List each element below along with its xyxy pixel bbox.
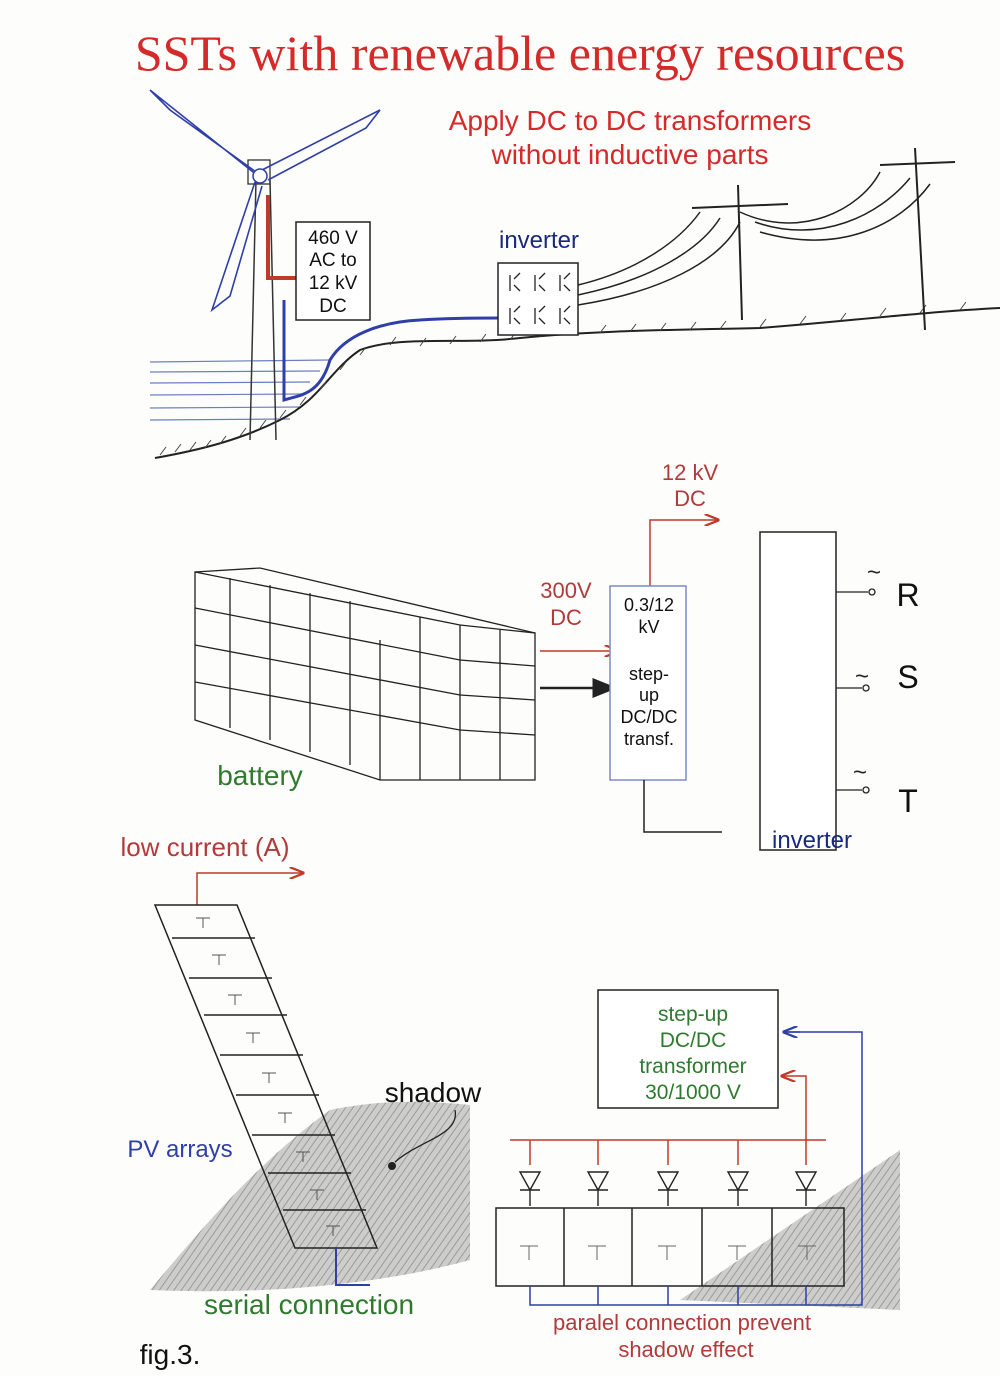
wind-inverter-label: inverter [499,227,579,254]
low-current-arrow [197,873,303,905]
converter-line-6: DC/DC [621,707,678,727]
converter-return-line [644,780,722,832]
converter-box-line-4: DC [319,296,346,317]
dc-dc-annotation-line-1: Apply DC to DC transformers [449,105,812,136]
transmission-lines [578,172,930,305]
phase-r-ac-symbol: ~ [867,559,881,586]
pv-arrays-label: PV arrays [127,1136,232,1163]
page-title: SSTs with renewable energy resources [135,25,905,81]
parallel-note-line-2: shadow effect [618,1337,753,1362]
shadow-label: shadow [385,1077,482,1108]
shadow-pointer-dot [388,1162,396,1170]
output-voltage-line-2: DC [674,486,706,511]
converter-box-line-2: AC to [309,250,357,271]
parallel-note-line-1: paralel connection prevent [553,1310,811,1335]
battery-block [195,568,535,780]
output-voltage-line-1: 12 kV [662,460,719,485]
converter-line-2: kV [638,617,659,637]
battery-section: 12 kV DC battery 300V DC 0.3/12 kV step-… [195,460,920,854]
turbine-tower [250,180,276,440]
pv-transformer-line-3: transformer [639,1055,746,1078]
pv-parallel-section: step-up DC/DC transformer 30/1000 V [496,990,900,1362]
converter-line-7: transf. [624,729,674,749]
utility-pole-2 [880,148,955,330]
ac-inverter-label: inverter [772,827,852,854]
converter-line-1: 0.3/12 [624,595,674,615]
parallel-red-bus [510,1140,826,1165]
wind-inverter-box [498,263,578,335]
pv-transformer-line-2: DC/DC [660,1029,727,1052]
serial-shadow-area [150,1102,470,1292]
blocking-diodes [520,1172,816,1206]
sea-lines [150,360,330,420]
phase-s-ac-symbol: ~ [855,663,869,690]
battery-label: battery [217,760,303,791]
converter-line-5: up [639,685,659,705]
phase-t-label: T [898,783,918,819]
input-voltage-line-1: 300V [540,578,592,603]
figure-label: fig.3. [140,1339,201,1370]
output-arrow [650,520,718,588]
phase-s-label: S [897,659,918,695]
phase-r-label: R [896,577,919,613]
low-current-label: low current (A) [120,832,289,862]
pv-transformer-line-1: step-up [658,1003,728,1026]
pv-transformer-line-4: 30/1000 V [645,1081,741,1104]
transformer-input-arrow [782,1076,806,1140]
turbine-hub [253,169,267,183]
serial-connection-label: serial connection [204,1289,414,1320]
dc-dc-annotation-line-2: without inductive parts [490,139,768,170]
pv-serial-section: low current (A) shadow [120,832,482,1320]
phase-t-ac-symbol: ~ [853,759,867,786]
input-voltage-line-2: DC [550,605,582,630]
wind-turbine-section: 460 V AC to 12 kV DC Apply DC to DC tran… [150,90,1000,458]
ac-inverter-box [760,532,836,850]
utility-pole-1 [692,185,788,320]
converter-box-line-3: 12 kV [309,273,358,294]
converter-box-line-1: 460 V [308,228,358,249]
converter-line-4: step- [629,664,669,684]
